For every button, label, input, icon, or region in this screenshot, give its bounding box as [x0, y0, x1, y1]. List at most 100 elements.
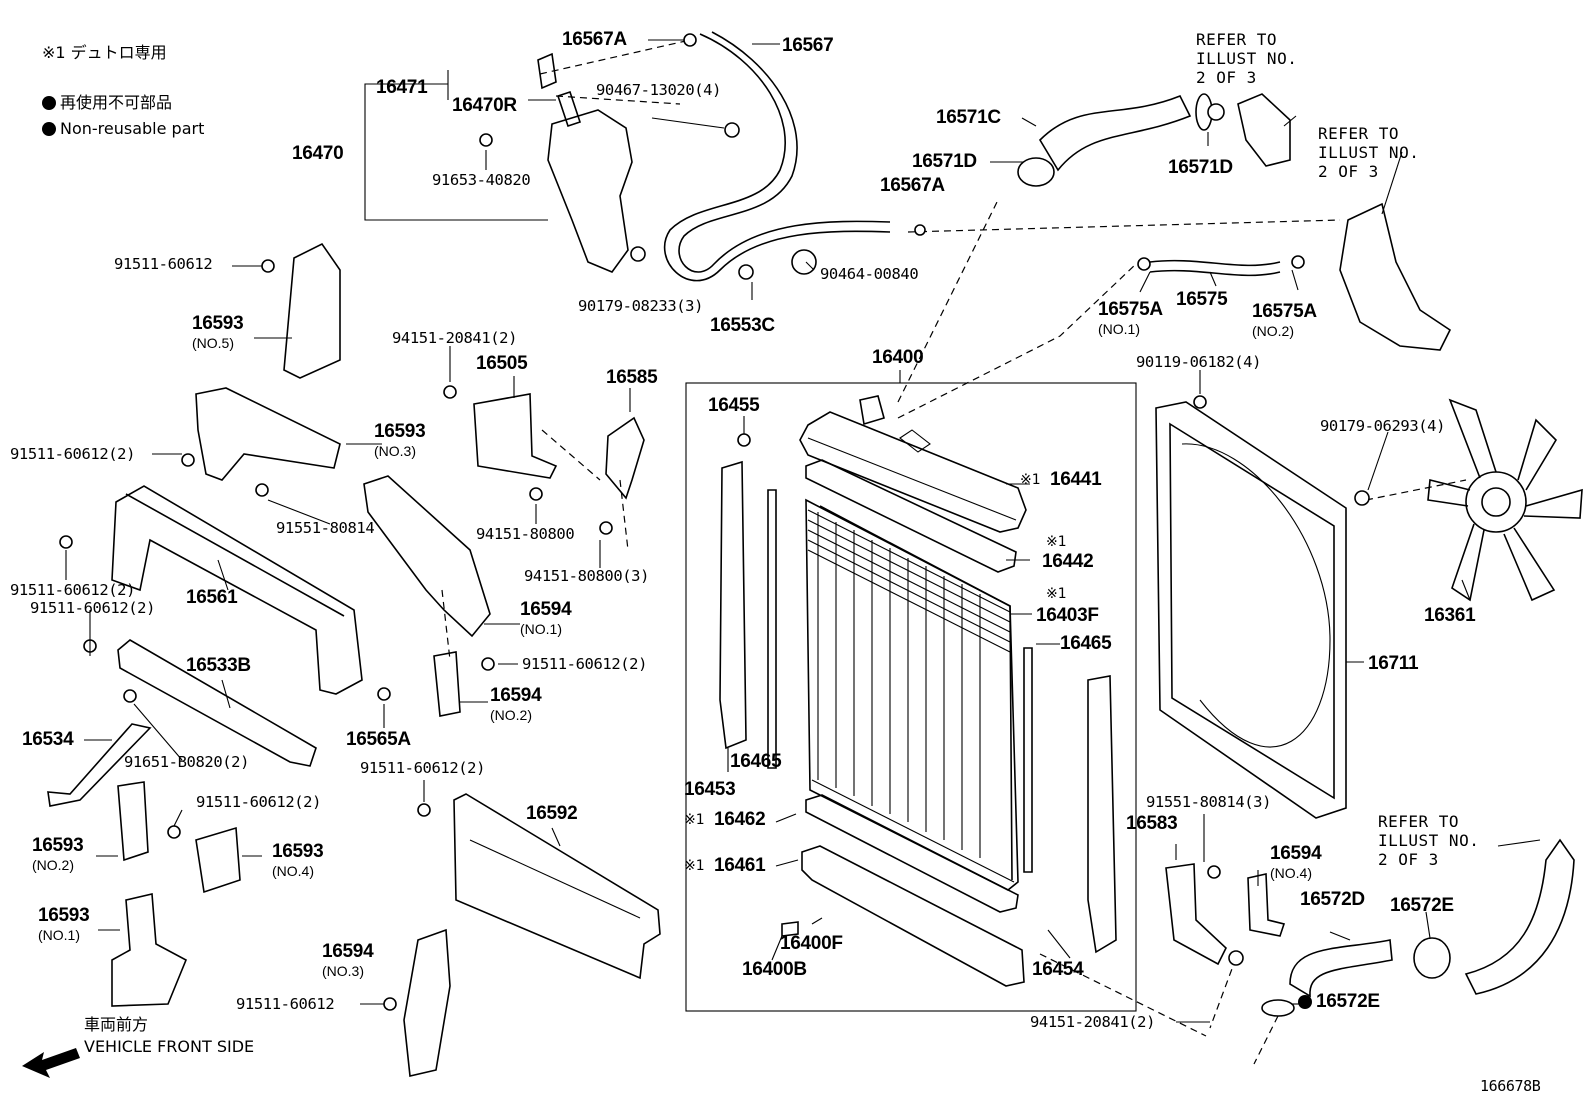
- mark-16442: ※1: [1046, 534, 1067, 550]
- refer-note-bottom: REFER TO ILLUST NO. 2 OF 3: [1378, 812, 1480, 869]
- legend-nonreusable-jp: 再使用不可部品: [42, 94, 172, 112]
- label-16571C[interactable]: 16571C: [936, 107, 1001, 128]
- label-16594-no4[interactable]: 16594: [1270, 843, 1322, 864]
- label-16593-no3-sub: (NO.3): [374, 443, 416, 459]
- label-16567A-top[interactable]: 16567A: [562, 29, 627, 50]
- label-16572D[interactable]: 16572D: [1300, 889, 1365, 910]
- upper-tank-drawing: [799, 395, 1027, 533]
- label-16505[interactable]: 16505: [476, 353, 528, 374]
- label-16561[interactable]: 16561: [186, 587, 238, 608]
- legend-nonreusable-en: Non-reusable part: [42, 120, 204, 138]
- label-16400[interactable]: 16400: [872, 347, 924, 368]
- mark-16461: ※1: [684, 858, 705, 874]
- label-16403F[interactable]: 16403F: [1036, 605, 1099, 626]
- label-90179-08233[interactable]: 90179-08233(3): [578, 297, 704, 315]
- label-91653-40820[interactable]: 91653-40820: [432, 171, 531, 189]
- label-90464-00840[interactable]: 90464-00840: [820, 265, 919, 283]
- mark-16403F: ※1: [1046, 586, 1067, 602]
- label-16361[interactable]: 16361: [1424, 605, 1476, 626]
- label-94151-20841-bottom[interactable]: 94151-20841(2): [1030, 1013, 1156, 1031]
- baffle-16592-drawing: [453, 793, 661, 980]
- label-16441[interactable]: 16441: [1050, 469, 1102, 490]
- label-94151-80800-3[interactable]: 94151-80800(3): [524, 567, 650, 585]
- bracket-16585-drawing: [605, 416, 645, 500]
- label-16567[interactable]: 16567: [782, 35, 834, 56]
- label-16572E-bottom[interactable]: 16572E: [1298, 992, 1380, 1011]
- label-91511-60612-c[interactable]: 91511-60612(2): [10, 581, 136, 599]
- label-16462[interactable]: 16462: [714, 809, 766, 830]
- label-16594-no2[interactable]: 16594: [490, 685, 542, 706]
- label-16470R[interactable]: 16470R: [452, 95, 517, 116]
- label-16593-no2[interactable]: 16593: [32, 835, 84, 856]
- label-16461[interactable]: 16461: [714, 855, 766, 876]
- lower-hose-right-drawing: [1464, 838, 1575, 995]
- reservoir-tank-drawing: [537, 52, 633, 273]
- label-16465-left[interactable]: 16465: [730, 751, 782, 772]
- label-91511-60612-g[interactable]: 91511-60612(2): [196, 793, 322, 811]
- label-91551-80814-left[interactable]: 91551-80814: [276, 519, 375, 537]
- label-16400F[interactable]: 16400F: [780, 933, 843, 954]
- label-91511-60612-b[interactable]: 91511-60612(2): [10, 445, 136, 463]
- label-16571D-right[interactable]: 16571D: [1168, 157, 1233, 178]
- bracket-16594-no4-drawing: [1247, 873, 1286, 937]
- label-90179-06293[interactable]: 90179-06293(4): [1320, 417, 1446, 435]
- bracket-16505-drawing: [473, 393, 558, 479]
- label-91511-60612-h[interactable]: 91511-60612: [236, 995, 335, 1013]
- label-16585[interactable]: 16585: [606, 367, 658, 388]
- label-91511-60612-a[interactable]: 91511-60612: [114, 255, 213, 273]
- seal-16465-right: [1023, 647, 1033, 873]
- label-16594-no3[interactable]: 16594: [322, 941, 374, 962]
- label-94151-80800[interactable]: 94151-80800: [476, 525, 575, 543]
- label-16470[interactable]: 16470: [292, 143, 344, 164]
- label-90467-13020[interactable]: 90467-13020(4): [596, 81, 722, 99]
- label-16583[interactable]: 16583: [1126, 813, 1178, 834]
- seal-16594-no3-drawing: [403, 928, 451, 1077]
- label-91651-B0820[interactable]: 91651-B0820(2): [124, 753, 250, 771]
- label-16533B[interactable]: 16533B: [186, 655, 251, 676]
- label-91511-60612-f[interactable]: 91511-60612(2): [360, 759, 486, 777]
- seal-16593-no2-drawing: [117, 781, 149, 862]
- label-16572E-bottom-text: 16572E: [1316, 991, 1380, 1012]
- label-16575A-no1[interactable]: 16575A: [1098, 299, 1163, 320]
- label-16471[interactable]: 16471: [376, 77, 428, 98]
- label-16592[interactable]: 16592: [526, 803, 578, 824]
- label-91511-60612-e[interactable]: 91511-60612(2): [522, 655, 648, 673]
- bypass-hose-16575-drawing: [1149, 259, 1281, 267]
- label-90119-06182[interactable]: 90119-06182(4): [1136, 353, 1262, 371]
- label-16575A-no2-sub: (NO.2): [1252, 323, 1294, 339]
- label-16567A-mid[interactable]: 16567A: [880, 175, 945, 196]
- label-16400B[interactable]: 16400B: [742, 959, 807, 980]
- label-16593-no2-sub: (NO.2): [32, 857, 74, 873]
- label-16465-right[interactable]: 16465: [1060, 633, 1112, 654]
- label-16594-no1[interactable]: 16594: [520, 599, 572, 620]
- front-label-jp: 車両前方: [84, 1015, 149, 1034]
- hose-16567-drawing: [663, 33, 891, 282]
- label-16593-no5-sub: (NO.5): [192, 335, 234, 351]
- label-16455[interactable]: 16455: [708, 395, 760, 416]
- label-16442[interactable]: 16442: [1042, 551, 1094, 572]
- label-16593-no1[interactable]: 16593: [38, 905, 90, 926]
- radiator-core-drawing: [805, 498, 1019, 891]
- label-91511-60612-d[interactable]: 91511-60612(2): [30, 599, 156, 617]
- label-16572E-top[interactable]: 16572E: [1390, 895, 1454, 916]
- mark-16441: ※1: [1020, 472, 1041, 488]
- label-16593-no3[interactable]: 16593: [374, 421, 426, 442]
- side-bracket-16453: [719, 460, 747, 750]
- label-16454[interactable]: 16454: [1032, 959, 1084, 980]
- label-16571D-left[interactable]: 16571D: [912, 151, 977, 172]
- label-16593-no5[interactable]: 16593: [192, 313, 244, 334]
- label-16575A-no2[interactable]: 16575A: [1252, 301, 1317, 322]
- label-16453[interactable]: 16453: [684, 779, 736, 800]
- bracket-16470-line: [364, 83, 548, 221]
- label-16534[interactable]: 16534: [22, 729, 74, 750]
- fan-shroud-drawing: [1155, 401, 1347, 819]
- label-16575[interactable]: 16575: [1176, 289, 1228, 310]
- label-91551-80814-3[interactable]: 91551-80814(3): [1146, 793, 1272, 811]
- label-16565A[interactable]: 16565A: [346, 729, 411, 750]
- label-16711[interactable]: 16711: [1368, 653, 1419, 674]
- stay-16534-drawing: [47, 723, 152, 807]
- label-16594-no4-sub: (NO.4): [1270, 865, 1312, 881]
- label-16593-no4[interactable]: 16593: [272, 841, 324, 862]
- label-16553C[interactable]: 16553C: [710, 315, 775, 336]
- label-94151-20841-top[interactable]: 94151-20841(2): [392, 329, 518, 347]
